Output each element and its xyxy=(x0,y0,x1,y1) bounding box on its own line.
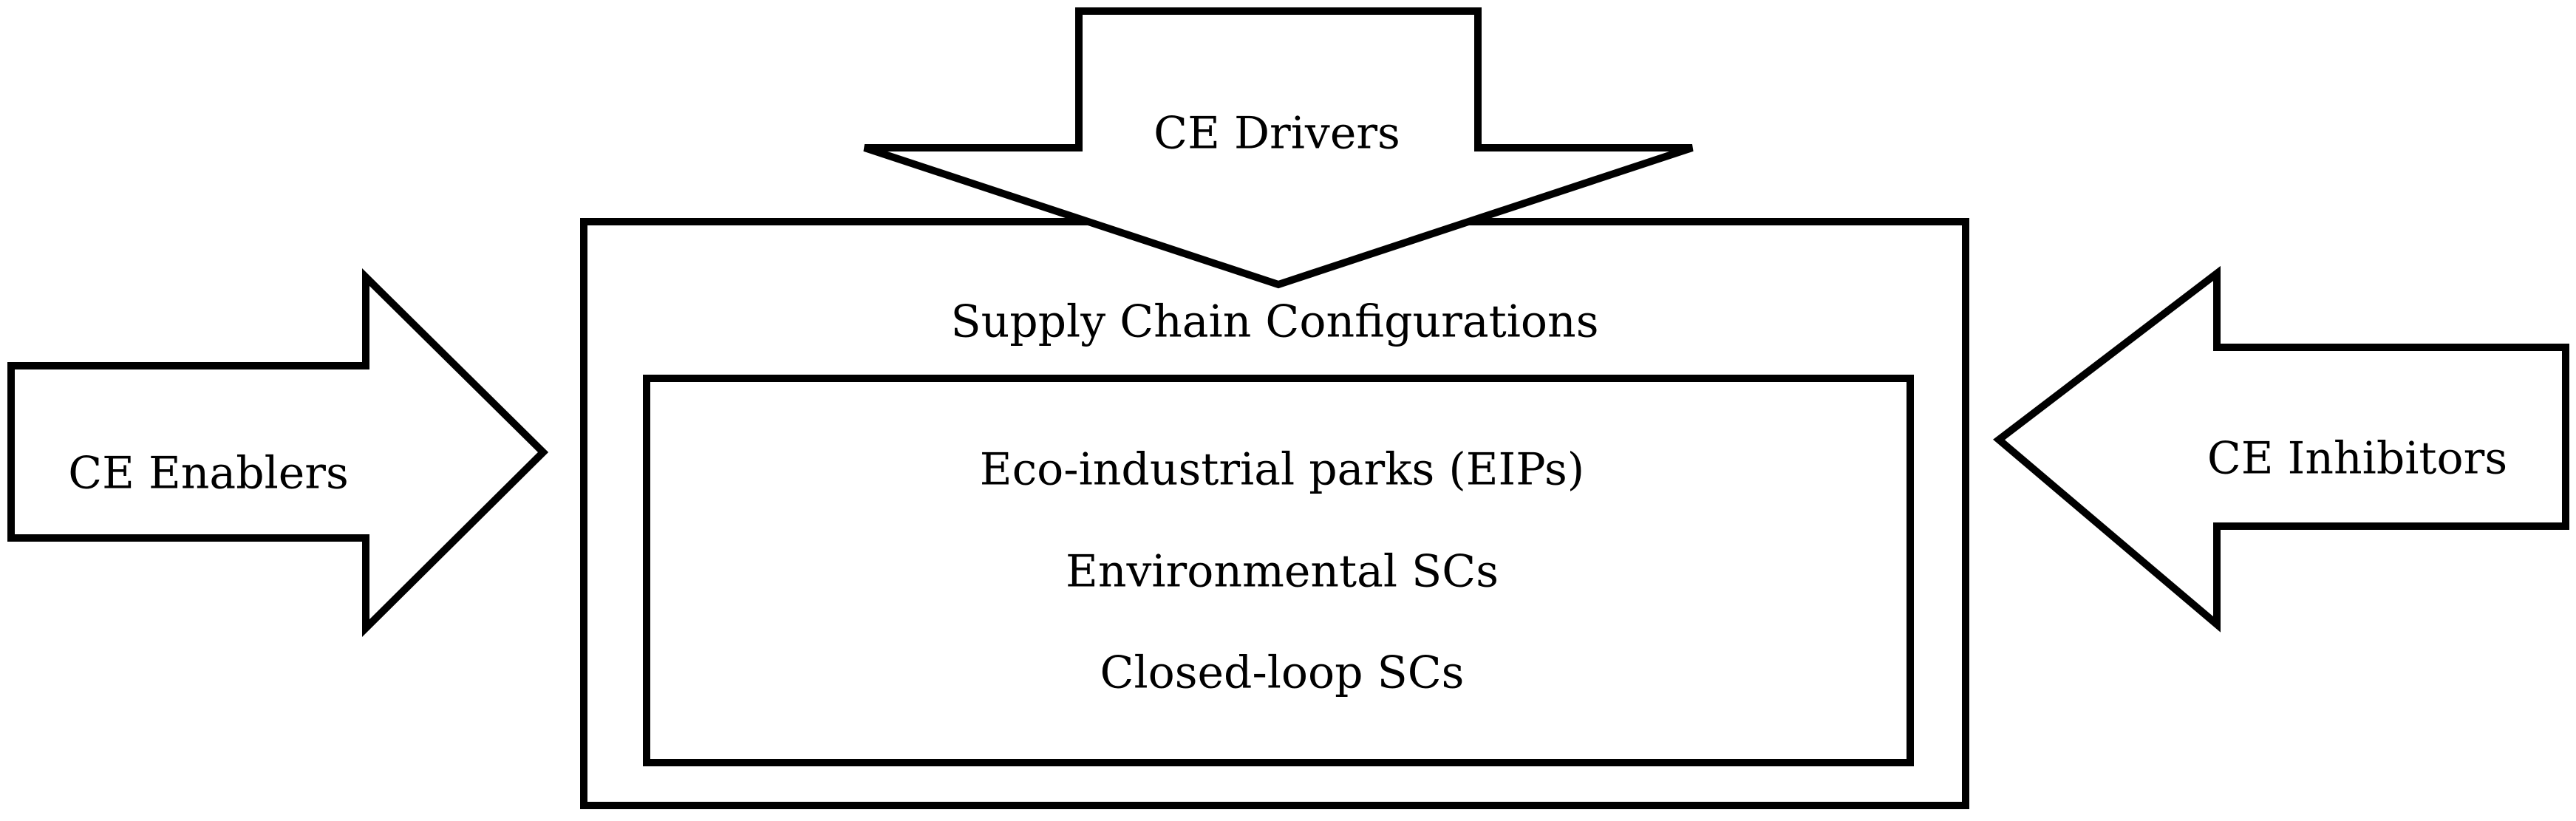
drivers-label: CE Drivers xyxy=(1154,108,1400,160)
drivers-arrow xyxy=(863,7,1694,289)
enablers-arrow xyxy=(7,268,549,637)
inhibitors-label: CE Inhibitors xyxy=(2207,433,2507,485)
configuration-item-environmental-sc: Environmental SCs xyxy=(1066,546,1499,598)
inhibitors-arrow xyxy=(1993,265,2569,633)
supply-chain-configurations-title: Supply Chain Configurations xyxy=(950,296,1598,348)
configurations-inner-box xyxy=(643,375,1914,766)
configuration-item-eip: Eco-industrial parks (EIPs) xyxy=(980,444,1584,496)
configuration-item-closed-loop-sc: Closed-loop SCs xyxy=(1100,647,1465,699)
enablers-label: CE Enablers xyxy=(68,448,349,500)
